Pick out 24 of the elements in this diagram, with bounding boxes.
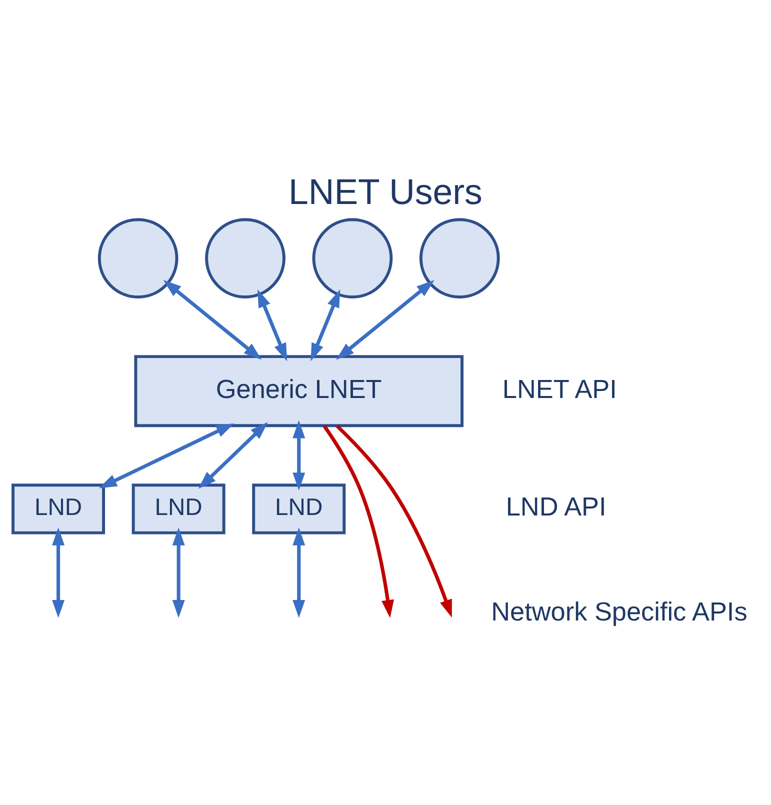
arrow <box>336 424 452 618</box>
arrow <box>322 424 394 618</box>
arrow <box>292 420 306 490</box>
node-box: LND <box>12 483 106 534</box>
arrow <box>52 527 65 618</box>
node-circle <box>419 218 500 298</box>
label: LND API <box>506 491 606 522</box>
label: LNET API <box>502 373 617 404</box>
node-circle <box>205 218 286 298</box>
arrow <box>258 288 288 361</box>
node-box: Generic LNET <box>134 354 464 427</box>
node-box: LND <box>252 483 346 534</box>
node-circle <box>98 218 178 298</box>
arrow <box>98 422 234 488</box>
label: Network Specific APIs <box>491 596 748 626</box>
diagram-title: LNET Users <box>288 172 482 212</box>
arrow <box>163 280 262 360</box>
node-box: LND <box>132 483 226 534</box>
arrow <box>198 421 268 488</box>
arrow <box>336 280 434 360</box>
arrow <box>172 527 185 618</box>
arrow <box>292 527 306 618</box>
arrow <box>310 288 340 361</box>
node-circle <box>312 218 393 298</box>
